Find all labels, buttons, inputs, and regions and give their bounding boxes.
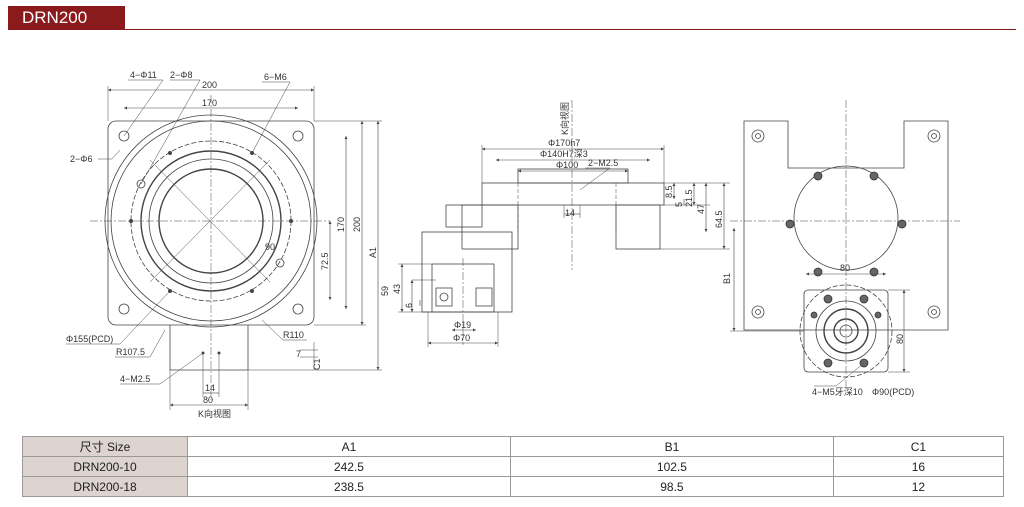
dim-64-5: 64.5 — [714, 210, 724, 228]
table-row: DRN200-18 238.5 98.5 12 — [22, 476, 1005, 497]
table-header-b1: B1 — [509, 436, 834, 457]
side-view — [398, 100, 730, 347]
dim-200-right: 200 — [352, 217, 362, 232]
dim-14-side: 14 — [565, 208, 575, 218]
front-corner-hole — [118, 130, 130, 142]
back-corner-hole — [751, 129, 765, 143]
table-header-c1: C1 — [832, 436, 1005, 457]
technical-drawing: 200 170 170 200 A1 72.5 90 7 C1 14 80 4−… — [66, 70, 960, 419]
callout-4-m5: 4−M5牙深10 — [812, 387, 863, 397]
front-corner-hole — [292, 303, 304, 315]
table-cell-c1: 16 — [832, 456, 1005, 477]
front-corner-hole — [292, 130, 304, 142]
table-cell-a1: 238.5 — [187, 476, 511, 497]
dim-phi170h7: Φ170h7 — [548, 138, 580, 148]
k-view-label-side: K向视图 — [559, 102, 570, 135]
table-header-a1: A1 — [187, 436, 511, 457]
dim-7: 7 — [296, 349, 301, 359]
dim-phi100: Φ100 — [556, 160, 578, 170]
callout-4-phi11: 4−Φ11 — [130, 70, 157, 80]
front-view-labels: 200 170 170 200 A1 72.5 90 7 C1 14 80 4−… — [66, 70, 378, 419]
dim-47: 47 — [696, 204, 706, 214]
table-cell-model: DRN200-18 — [22, 476, 188, 497]
table-header-size: 尺寸 Size — [22, 436, 188, 457]
dim-b1: B1 — [722, 273, 732, 284]
dim-170-top: 170 — [202, 98, 217, 108]
table-cell-b1: 102.5 — [509, 456, 834, 477]
front-view — [66, 79, 382, 410]
dim-a1: A1 — [368, 247, 378, 258]
callout-2-phi8: 2−Φ8 — [170, 70, 192, 80]
dim-phi140h7: Φ140H7深3 — [540, 149, 588, 159]
side-view-labels: K向视图 Φ170h7 Φ140H7深3 Φ100 2−M2.5 14 8.5 … — [380, 102, 724, 343]
front-bottom-tab — [169, 325, 249, 371]
table-cell-a1: 242.5 — [187, 456, 511, 477]
front-corner-hole — [118, 303, 130, 315]
table-cell-model: DRN200-10 — [22, 456, 188, 477]
back-corner-hole — [927, 129, 941, 143]
back-corner-hole — [751, 305, 765, 319]
dim-8-5: 8.5 — [664, 185, 674, 198]
dim-80-back-right: 80 — [895, 334, 905, 344]
dim-80: 80 — [203, 395, 213, 405]
dim-21-5: 21.5 — [684, 189, 694, 207]
callout-pcd155: Φ155(PCD) — [66, 334, 113, 344]
dim-170-right: 170 — [336, 217, 346, 232]
back-outline — [743, 120, 949, 331]
callout-r110: R110 — [283, 330, 304, 340]
dim-80-back-top: 80 — [840, 263, 850, 273]
size-spec-table: 尺寸 Size A1 B1 C1 DRN200-10 242.5 102.5 1… — [22, 436, 1005, 497]
callout-r107-5: R107.5 — [116, 347, 145, 357]
back-view — [730, 100, 960, 390]
callout-4-m2-5: 4−M2.5 — [120, 374, 150, 384]
table-header-row: 尺寸 Size A1 B1 C1 — [22, 436, 1005, 457]
model-title: DRN200 — [22, 8, 88, 27]
k-view-label-front: K向视图 — [198, 408, 231, 419]
callout-6-m6: 6−M6 — [264, 72, 287, 82]
side-top-flange — [481, 182, 665, 206]
dim-59: 59 — [380, 286, 390, 296]
dim-72-5: 72.5 — [320, 252, 330, 270]
back-corner-hole — [927, 305, 941, 319]
table-row: DRN200-10 242.5 102.5 16 — [22, 456, 1005, 477]
table-cell-c1: 12 — [832, 476, 1005, 497]
dim-5: 5 — [674, 202, 684, 207]
dim-c1: C1 — [312, 358, 322, 370]
title-underline — [125, 29, 1016, 30]
dim-14: 14 — [205, 383, 215, 393]
dim-phi19: Φ19 — [454, 320, 471, 330]
back-view-labels: B1 80 80 4−M5牙深10 Φ90(PCD) — [722, 263, 914, 397]
model-title-badge: DRN200 — [8, 6, 125, 30]
dim-90: 90 — [265, 242, 275, 252]
dim-2-m2-5: 2−M2.5 — [588, 158, 618, 168]
dim-6: 6 — [404, 303, 414, 308]
dim-200-top: 200 — [202, 80, 217, 90]
callout-2-phi6: 2−Φ6 — [70, 154, 92, 164]
dim-43: 43 — [392, 284, 402, 294]
side-output-port — [435, 287, 453, 307]
dim-phi70: Φ70 — [453, 333, 470, 343]
side-lower-body — [421, 231, 513, 313]
table-cell-b1: 98.5 — [509, 476, 834, 497]
callout-pcd90: Φ90(PCD) — [872, 387, 914, 397]
